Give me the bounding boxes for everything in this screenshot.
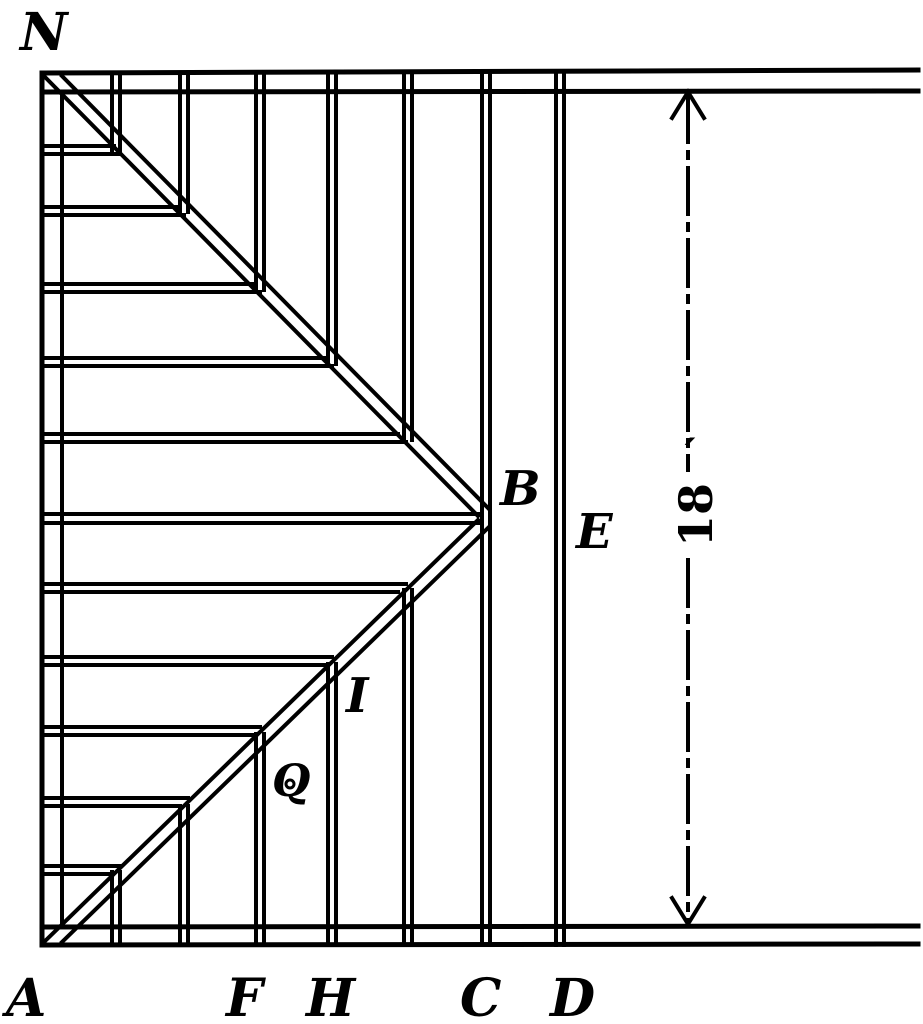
label-N: N bbox=[18, 2, 70, 63]
point-labels: N A F H C D B E I Q bbox=[1, 2, 614, 1024]
upper-end-jack-rafters bbox=[40, 144, 408, 444]
left-wall-plate bbox=[39, 70, 64, 948]
dimension-value: 18 bbox=[669, 483, 723, 547]
upper-jack-rafters bbox=[110, 71, 414, 442]
label-I: I bbox=[344, 668, 370, 724]
label-A: A bbox=[1, 968, 46, 1024]
common-rafter-D bbox=[554, 71, 566, 947]
label-Q: Q bbox=[272, 756, 310, 807]
dimension-arrow-top bbox=[669, 88, 707, 121]
label-C: C bbox=[460, 968, 501, 1024]
lower-jack-rafters bbox=[110, 588, 414, 947]
lower-end-jack-rafters bbox=[40, 582, 408, 876]
label-E: E bbox=[574, 504, 614, 560]
dimension-prime: ´ bbox=[678, 433, 698, 480]
label-F: F bbox=[224, 968, 266, 1024]
dimension-label: 18 bbox=[669, 483, 723, 547]
label-D: D bbox=[548, 968, 595, 1024]
dimension-arrow-bottom bbox=[669, 895, 707, 928]
center-rafter-B bbox=[40, 512, 480, 525]
label-H: H bbox=[304, 968, 357, 1024]
point-Q-marker bbox=[284, 778, 296, 790]
label-B: B bbox=[498, 461, 541, 517]
dimension-line bbox=[669, 88, 707, 928]
common-rafter-C bbox=[480, 71, 492, 947]
dimension-prime-mark: ´ bbox=[678, 433, 698, 480]
framing-lines bbox=[39, 67, 921, 948]
